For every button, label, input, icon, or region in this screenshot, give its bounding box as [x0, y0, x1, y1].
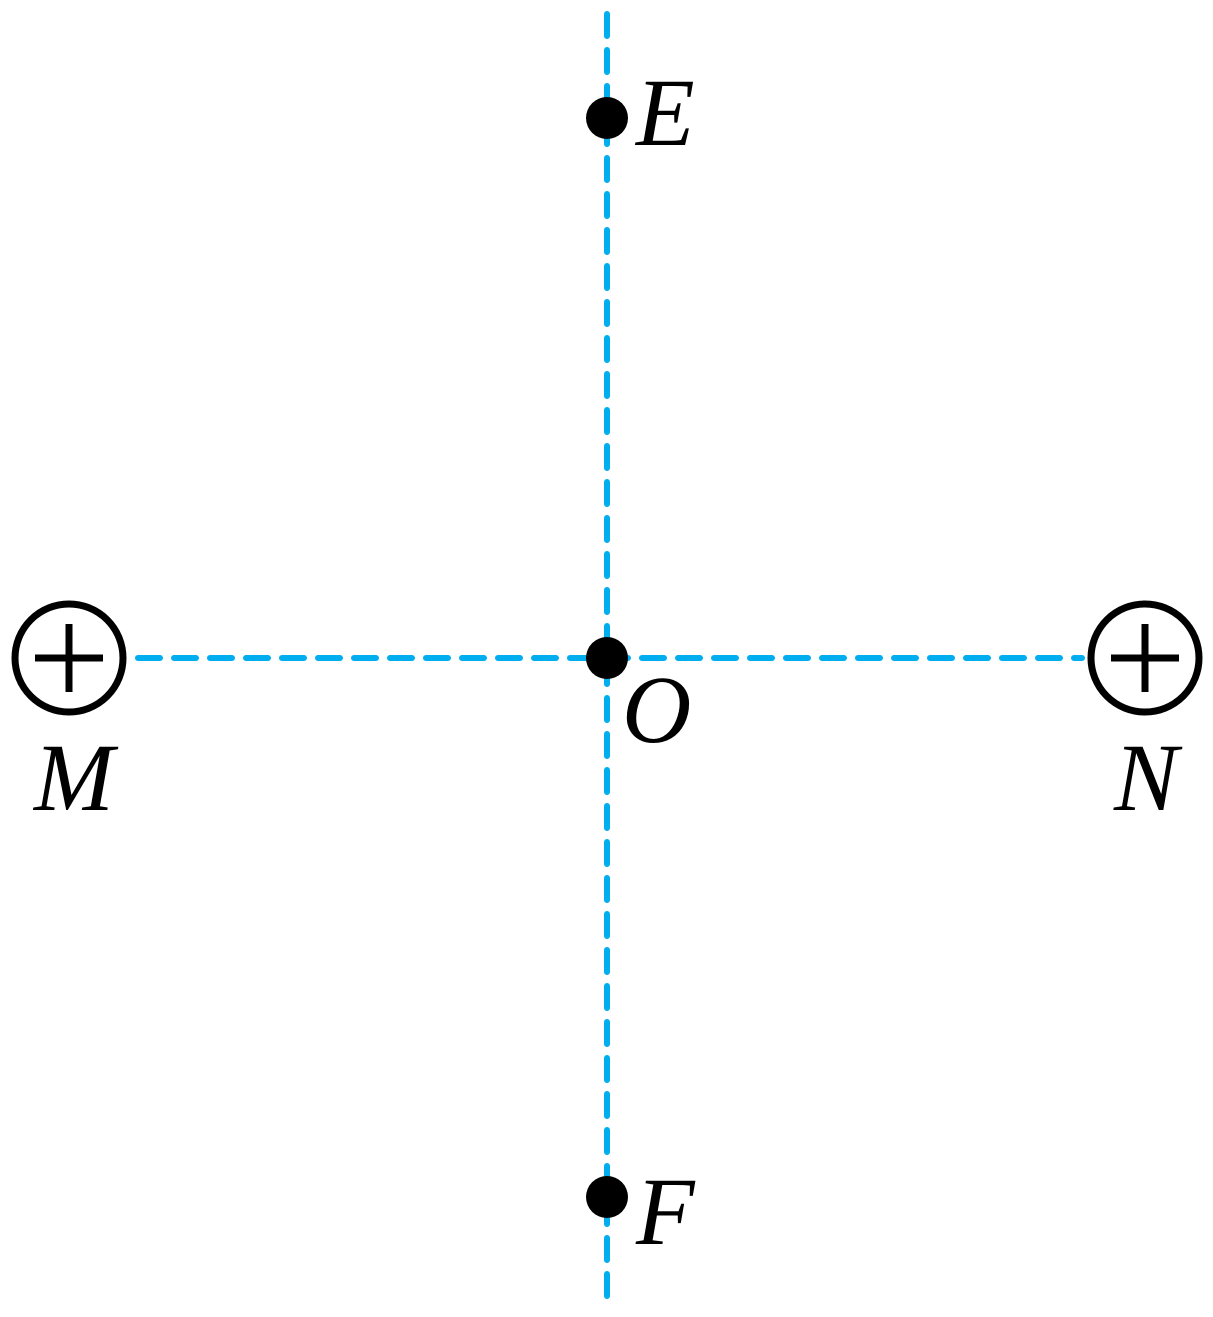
- point-e-label: E: [634, 59, 695, 166]
- point-o: O: [586, 637, 691, 763]
- point-f: F: [586, 1158, 696, 1265]
- charge-n-label: N: [1113, 724, 1183, 831]
- point-f-dot: [586, 1176, 628, 1218]
- point-e: E: [586, 59, 695, 166]
- plus-circle-icon: [1087, 600, 1203, 716]
- charge-n: N: [1087, 600, 1203, 831]
- point-e-dot: [586, 97, 628, 139]
- charge-m: M: [11, 600, 127, 831]
- point-o-label: O: [622, 656, 691, 763]
- point-f-label: F: [635, 1158, 696, 1265]
- point-o-dot: [586, 637, 628, 679]
- charge-m-label: M: [32, 724, 119, 831]
- plus-circle-icon: [11, 600, 127, 716]
